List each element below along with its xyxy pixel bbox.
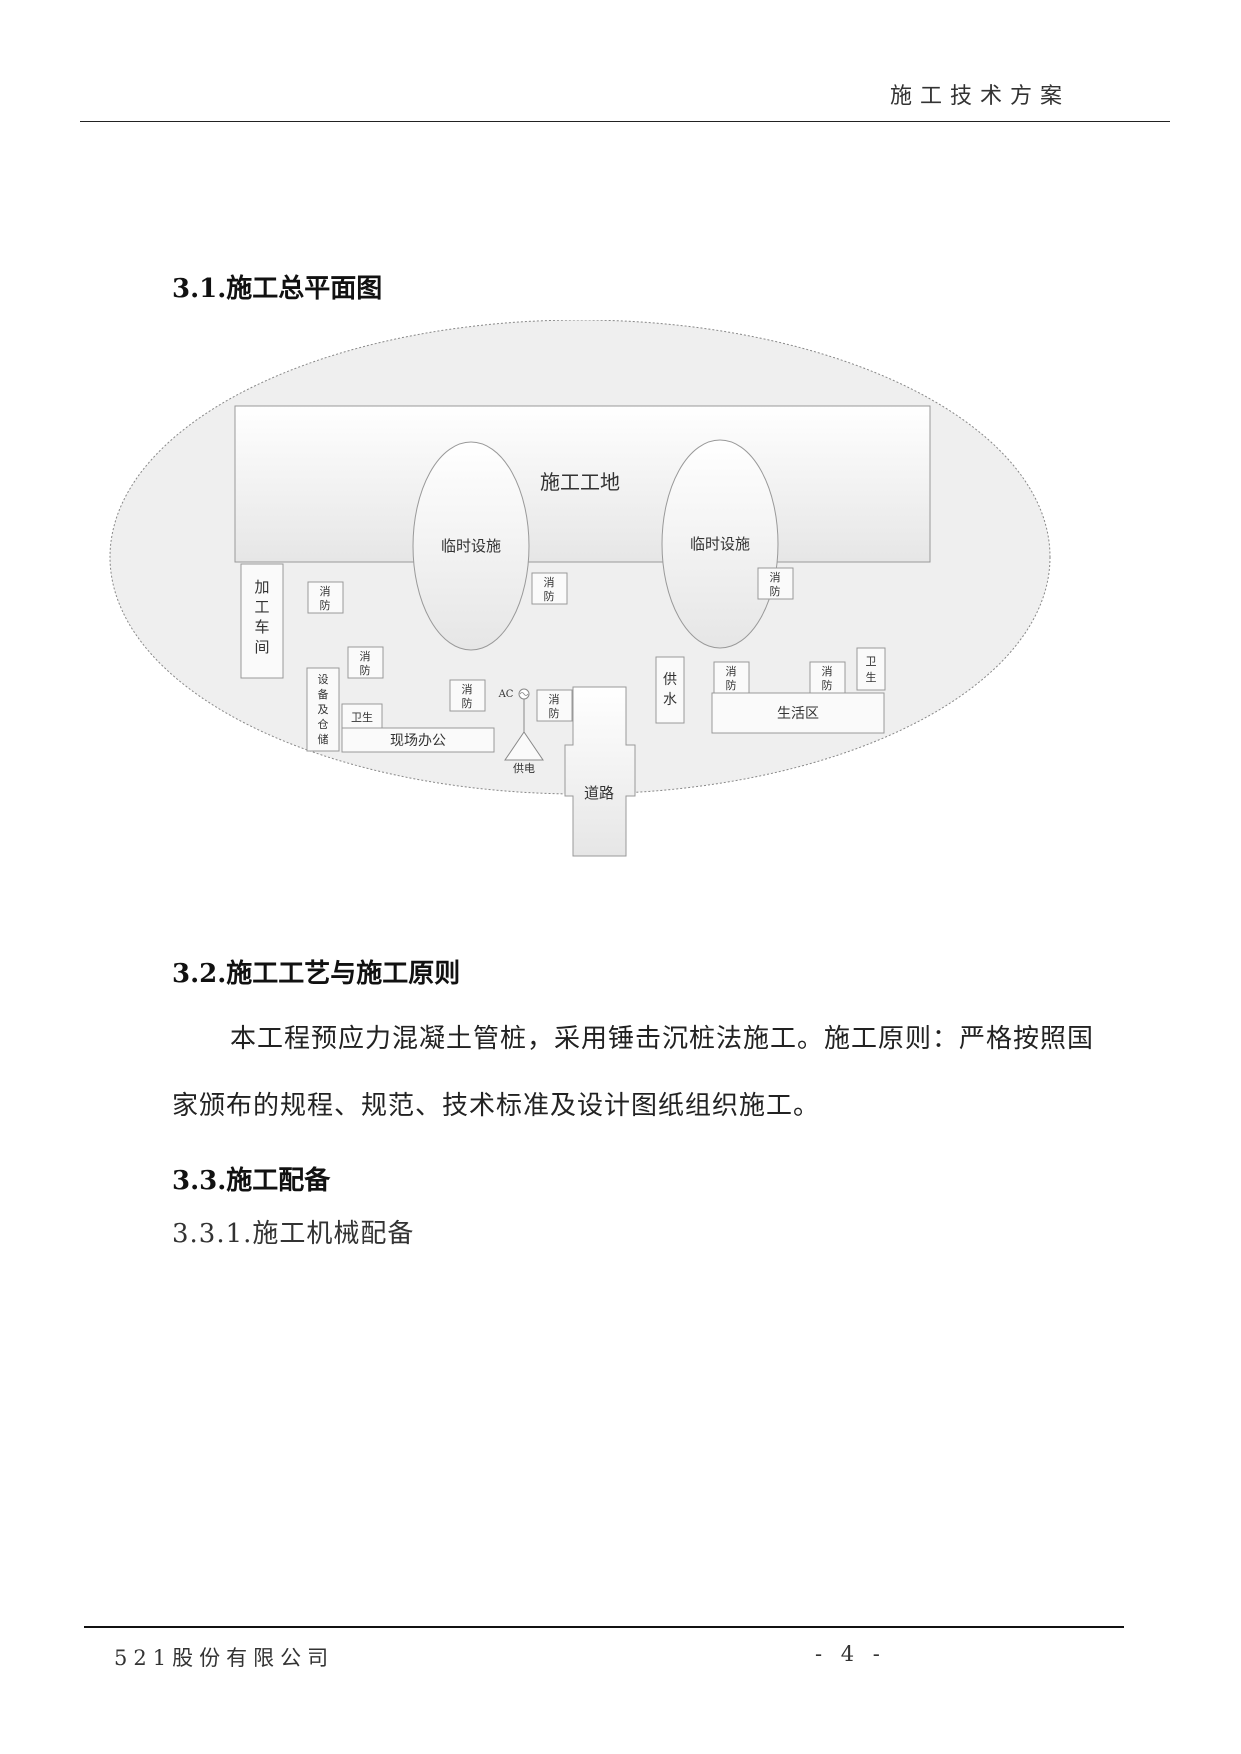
svg-text:防: 防: [462, 696, 473, 710]
svg-text:消: 消: [462, 682, 473, 696]
svg-text:防: 防: [770, 584, 781, 598]
fire-box-4: 消 防: [347, 646, 384, 679]
road-shape: [564, 686, 636, 857]
power-supply-triangle-icon: [504, 731, 544, 761]
fire-box-1: 消 防: [307, 581, 344, 614]
equipment-char-1: 设: [318, 673, 329, 686]
water-char-1: 供: [663, 672, 677, 688]
footer-rule: [84, 1626, 1124, 1628]
fire-box-6: 消 防: [536, 689, 573, 722]
temp-facility-2-label: 临时设施: [690, 535, 750, 553]
site-plan-diagram: 施工工地 临时设施 临时设施 加 工 车 间 消 防 消 防 消 防 消 防 消…: [109, 320, 1051, 857]
svg-text:防: 防: [544, 589, 555, 603]
svg-text:消: 消: [549, 692, 560, 706]
sanitation-char-2: 生: [866, 670, 877, 684]
equipment-storage-box: [306, 667, 340, 752]
workshop-box: [240, 563, 284, 679]
svg-text:防: 防: [360, 663, 371, 677]
fire-box-2: 消 防: [531, 572, 568, 605]
equipment-char-5: 储: [318, 732, 329, 746]
workshop-char-3: 车: [254, 618, 269, 636]
svg-text:消: 消: [544, 575, 555, 589]
water-char-2: 水: [663, 692, 677, 708]
footer-company: 521股份有限公司: [114, 1646, 335, 1670]
office-label: 现场办公: [390, 733, 446, 749]
header-rule: [80, 121, 1170, 122]
road-label: 道路: [584, 784, 614, 802]
workshop-char-1: 加: [254, 578, 269, 596]
equipment-char-2: 备: [318, 687, 329, 701]
temp-facility-1-label: 临时设施: [441, 537, 501, 555]
living-area-box: [711, 692, 885, 734]
temp-facility-2: [661, 439, 779, 649]
office-box: [341, 727, 495, 753]
svg-text:消: 消: [320, 584, 331, 598]
water-box: [655, 656, 685, 724]
header-title: 施工技术方案: [890, 84, 1071, 109]
fire-box-8: 消 防: [809, 661, 846, 694]
svg-text:防: 防: [549, 706, 560, 720]
section-heading-3-2: 3.2.施工工艺与施工原则: [172, 959, 461, 989]
workshop-char-2: 工: [254, 598, 269, 616]
workshop-char-4: 间: [254, 638, 269, 656]
svg-text:防: 防: [726, 678, 737, 692]
paragraph-line-2: 家颁布的规程、规范、技术标准及设计图纸组织施工。: [172, 1091, 821, 1121]
equipment-char-4: 仓: [318, 717, 329, 731]
footer-page-number: - 4 -: [815, 1642, 886, 1666]
sanitation-char-1: 卫: [866, 655, 877, 668]
ac-label: AC: [498, 689, 514, 700]
sanitation-label-1: 卫生: [351, 710, 373, 724]
svg-text:消: 消: [770, 570, 781, 584]
subsection-heading-3-3-1: 3.3.1.施工机械配备: [172, 1219, 415, 1249]
living-area-label: 生活区: [777, 706, 819, 722]
svg-text:防: 防: [822, 678, 833, 692]
fire-box-7: 消 防: [713, 661, 750, 694]
svg-text:消: 消: [822, 664, 833, 678]
construction-site-label: 施工工地: [540, 470, 620, 494]
construction-site-box: [234, 405, 931, 563]
paragraph-line-1: 本工程预应力混凝土管桩，采用锤击沉桩法施工。施工原则：严格按照国: [230, 1024, 1095, 1054]
svg-text:消: 消: [726, 664, 737, 678]
sanitation-box-2: [856, 647, 886, 691]
section-heading-3-1: 3.1.施工总平面图: [172, 274, 383, 304]
fire-box-3: 消 防: [757, 567, 794, 600]
equipment-char-3: 及: [318, 703, 329, 716]
svg-text:消: 消: [360, 649, 371, 663]
temp-facility-1: [412, 441, 530, 651]
power-supply-label: 供电: [513, 761, 535, 775]
svg-text:防: 防: [320, 598, 331, 612]
fire-box-5: 消 防: [449, 679, 486, 712]
section-heading-3-3: 3.3.施工配备: [172, 1166, 331, 1196]
